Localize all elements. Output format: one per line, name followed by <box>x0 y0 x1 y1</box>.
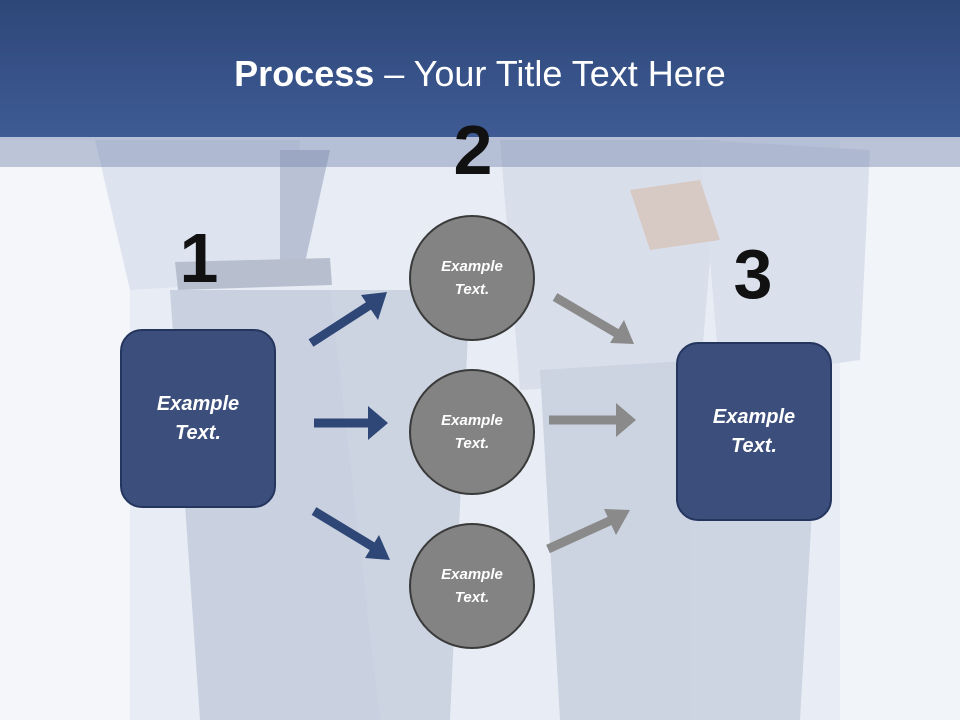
input-box-text: Example Text. <box>143 390 253 448</box>
slide-title: Process – Your Title Text Here <box>0 52 960 96</box>
process-circle-middle: Example Text. <box>409 369 535 495</box>
input-box-line2: Text. <box>175 421 221 444</box>
input-box-line1: Example <box>156 392 240 415</box>
circle-top-line2: Text. <box>454 281 490 298</box>
circle-top-line1: Example <box>441 258 503 275</box>
step-number-3: 3 <box>733 235 773 313</box>
title-bar-underlay <box>0 137 960 167</box>
arrow-gray-up <box>546 509 630 554</box>
circle-middle-line2: Text. <box>454 435 490 452</box>
title-rest: – Your Title Text Here <box>374 53 726 94</box>
output-box-line1: Example <box>712 405 796 428</box>
output-box-line2: Text. <box>731 434 777 457</box>
arrow-blue-right <box>314 406 388 440</box>
circle-bottom-line2: Text. <box>454 589 490 606</box>
input-box: Example Text. <box>120 329 276 508</box>
circle-bottom-line1: Example <box>441 566 503 583</box>
step-number-2: 2 <box>453 111 493 189</box>
step-number-1: 1 <box>179 219 219 297</box>
output-box-text: Example Text. <box>699 403 809 461</box>
title-bar <box>0 0 960 137</box>
output-box: Example Text. <box>676 342 832 521</box>
process-circle-top: Example Text. <box>409 215 535 341</box>
arrow-blue-down <box>311 507 390 560</box>
process-circle-bottom: Example Text. <box>409 523 535 649</box>
arrow-gray-right <box>549 403 636 437</box>
arrow-blue-up <box>308 292 387 347</box>
circle-middle-line1: Example <box>441 412 503 429</box>
arrow-gray-down <box>552 293 634 344</box>
title-bold: Process <box>234 53 375 94</box>
